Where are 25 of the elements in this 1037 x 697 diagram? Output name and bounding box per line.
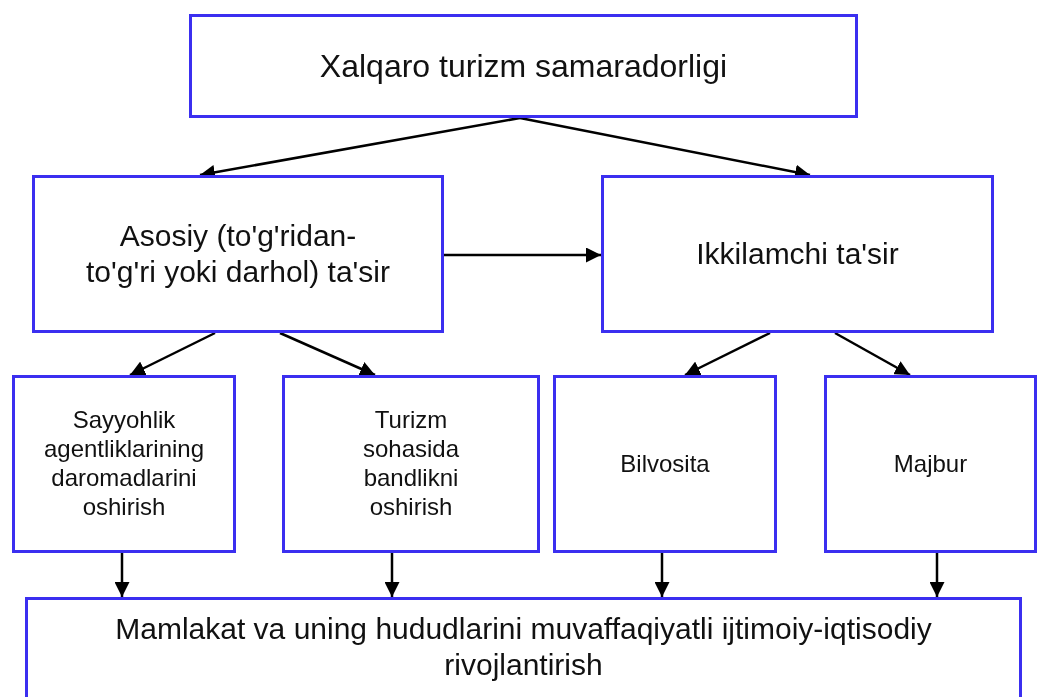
box-label: Asosiy (to'g'ridan-to'g'ri yoki darhol) ta'sir bbox=[85, 218, 391, 290]
box-label: Mamlakat va uning hududlarini muvaffaqiyatli ijtimoiy-iqtisodiy rivojlantirish bbox=[114, 611, 933, 683]
arrow bbox=[654, 553, 670, 597]
arrow bbox=[834, 331, 911, 377]
arrow bbox=[929, 553, 945, 597]
process-box bbox=[189, 14, 858, 118]
arrow bbox=[384, 553, 400, 597]
process-box bbox=[25, 597, 1022, 697]
arrow bbox=[114, 553, 130, 597]
process-box bbox=[553, 375, 777, 553]
box-label: Sayyohlik agentliklarining daromadlarini oshirish bbox=[42, 406, 206, 522]
process-box bbox=[282, 375, 540, 553]
box-label: Majbur bbox=[893, 449, 968, 479]
arrow bbox=[129, 331, 216, 377]
box-label: Xalqaro turizm samaradorligi bbox=[319, 46, 728, 86]
box-label: Bilvosita bbox=[620, 449, 710, 479]
process-box bbox=[601, 175, 994, 333]
box-label: Turizm sohasida bandlikni oshirish bbox=[361, 406, 461, 522]
process-box bbox=[824, 375, 1037, 553]
arrow bbox=[444, 247, 601, 263]
box-label: Ikkilamchi ta'sir bbox=[696, 236, 899, 272]
process-box bbox=[12, 375, 236, 553]
process-box bbox=[32, 175, 444, 333]
arrow bbox=[684, 331, 771, 377]
arrow bbox=[279, 331, 376, 377]
